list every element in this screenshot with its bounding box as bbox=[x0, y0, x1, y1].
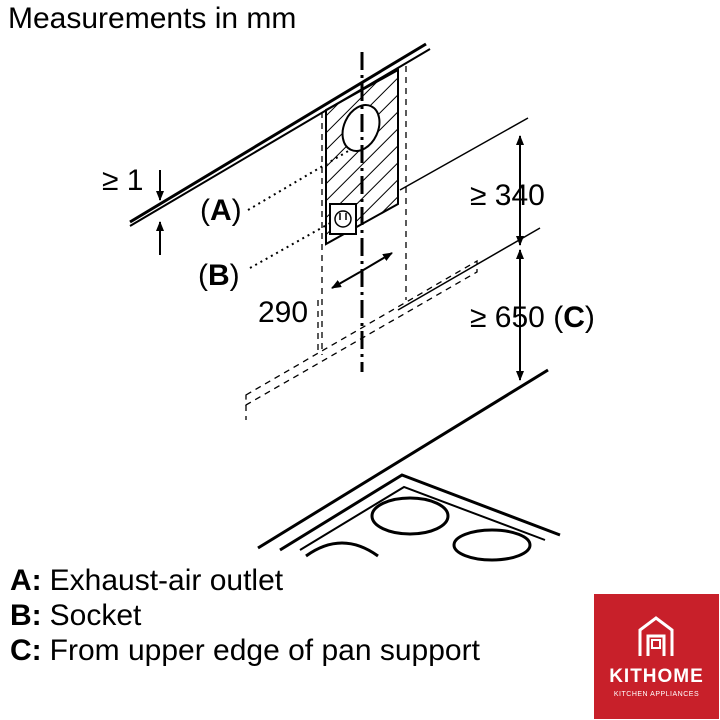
callout-a-label: (A) bbox=[200, 194, 242, 227]
hob-zone-left bbox=[305, 541, 379, 558]
dimension-width-label: 290 bbox=[258, 296, 308, 329]
callout-b-label: (B) bbox=[198, 259, 240, 292]
legend-text: Socket bbox=[49, 599, 142, 632]
legend-key: B: bbox=[10, 599, 42, 632]
hob bbox=[279, 473, 561, 562]
legend-key: A: bbox=[10, 564, 42, 597]
logo-name: KITHOME bbox=[609, 666, 704, 687]
legend-item-c: C:From upper edge of pan support bbox=[10, 633, 480, 668]
logo-tagline: KITCHEN APPLIANCES bbox=[613, 691, 700, 698]
legend: A:Exhaust-air outlet B:Socket C:From upp… bbox=[10, 563, 480, 668]
brand-logo: KITHOME KITCHEN APPLIANCES bbox=[594, 594, 719, 719]
dimension-gap-label: ≥ 1 bbox=[102, 164, 143, 197]
legend-text: From upper edge of pan support bbox=[49, 634, 480, 667]
legend-key: C: bbox=[10, 634, 42, 667]
legend-item-b: B:Socket bbox=[10, 598, 480, 633]
dimension-upper-label: ≥ 340 bbox=[470, 179, 545, 212]
dimension-lower-label: ≥ 650 (C) bbox=[470, 301, 595, 334]
socket-icon bbox=[329, 203, 357, 235]
ceiling-edge bbox=[129, 42, 431, 227]
legend-text: Exhaust-air outlet bbox=[49, 564, 284, 597]
worktop-edge bbox=[257, 368, 549, 550]
dimension-width bbox=[331, 252, 393, 289]
house-icon bbox=[638, 616, 674, 656]
hood-outline bbox=[245, 259, 478, 420]
hob-zone-right bbox=[452, 528, 532, 562]
guide-lines bbox=[317, 66, 407, 355]
legend-item-a: A:Exhaust-air outlet bbox=[10, 563, 480, 598]
page-title: Measurements in mm bbox=[8, 2, 296, 35]
extension-lines bbox=[397, 117, 541, 311]
hob-zone-rear bbox=[370, 496, 450, 536]
callout-leaders bbox=[247, 149, 351, 269]
